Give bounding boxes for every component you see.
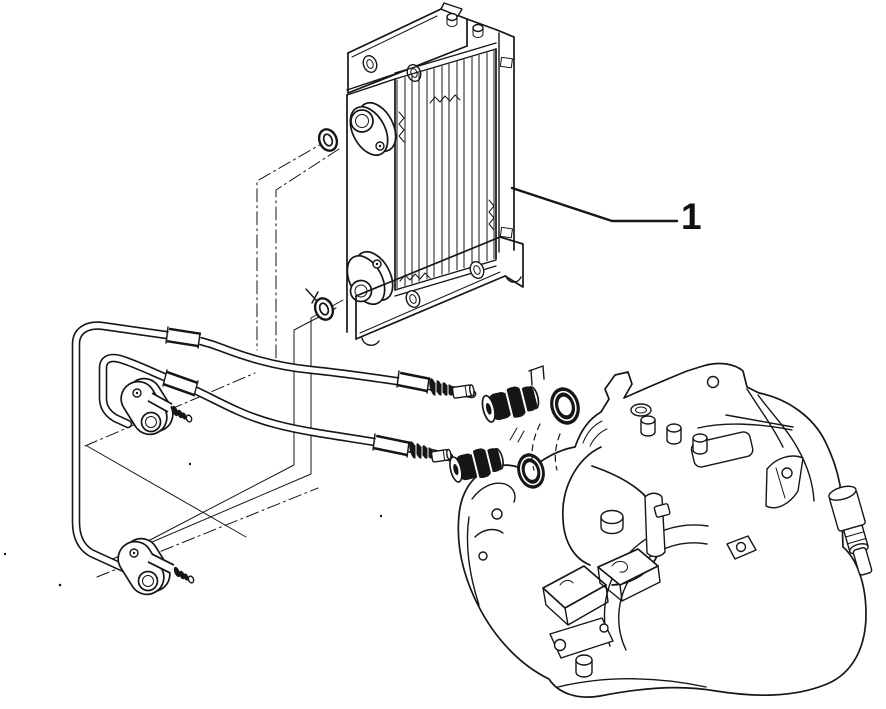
cooler-fins	[396, 50, 495, 289]
oil-plug	[600, 509, 624, 535]
stud-boss	[640, 415, 656, 437]
oil-pipe-upper	[71, 321, 477, 574]
cooler-top-mounting-bracket	[347, 2, 498, 94]
support-stay	[644, 492, 666, 558]
pipe-threaded-fitting-upper	[429, 378, 475, 399]
gearbox-assembly	[457, 362, 873, 698]
pipe-fittings	[409, 365, 580, 489]
scan-speck	[379, 514, 383, 518]
pipe-ferrule	[162, 369, 199, 397]
stud-boss	[666, 423, 682, 445]
filler-cap	[630, 403, 652, 417]
stud-boss	[692, 433, 708, 455]
pipe-ferrule	[372, 433, 411, 458]
pipe-mounting-flange-upper	[120, 377, 193, 436]
connector-block-left	[542, 565, 609, 626]
cooler-port-sealing-washer-lower	[305, 288, 335, 321]
cooler-port-sealing-washer-upper	[317, 128, 339, 152]
oil-pipes-assembly	[71, 321, 477, 596]
bolt-boss	[469, 261, 485, 279]
o-ring-seal-lower	[517, 453, 545, 489]
lug-hole	[706, 375, 720, 389]
reverse-switch-sensor	[828, 485, 873, 576]
pipe-ferrule	[396, 370, 431, 394]
callout-label: 1	[681, 196, 702, 237]
gear-selector-parts	[549, 617, 614, 678]
oil-cooler-radiator	[346, 2, 524, 346]
cooler-core	[346, 29, 515, 333]
bolt-boss	[405, 290, 421, 308]
rivet	[446, 12, 458, 27]
o-ring-seal-upper	[550, 387, 580, 425]
union-bush-upper	[481, 386, 540, 423]
callout-1: 1	[510, 186, 702, 237]
scan-speck	[3, 552, 7, 556]
scan-speck	[58, 583, 62, 587]
pipe-mounting-flange-lower	[117, 537, 195, 596]
bolt-boss	[362, 55, 378, 73]
pipe-ferrule	[165, 326, 202, 349]
clip-mark	[528, 365, 545, 386]
construction-lines	[3, 138, 383, 587]
cooler-upper-port-boss	[349, 101, 397, 157]
rib-bracket	[765, 455, 804, 509]
union-bush-lower	[449, 447, 504, 483]
pipe-threaded-fitting-lower	[409, 441, 452, 463]
connector-block-right	[597, 548, 661, 602]
assembly-hint-arc	[531, 423, 541, 471]
bell-housing-edge	[466, 516, 480, 606]
assembly-hint-arc	[554, 433, 561, 471]
scan-speck	[188, 462, 192, 466]
cooler-lower-port-boss	[346, 250, 394, 306]
cooler-bottom-mounting-bracket	[355, 236, 524, 346]
rivet	[472, 23, 484, 38]
callout-leader-line	[510, 186, 679, 223]
